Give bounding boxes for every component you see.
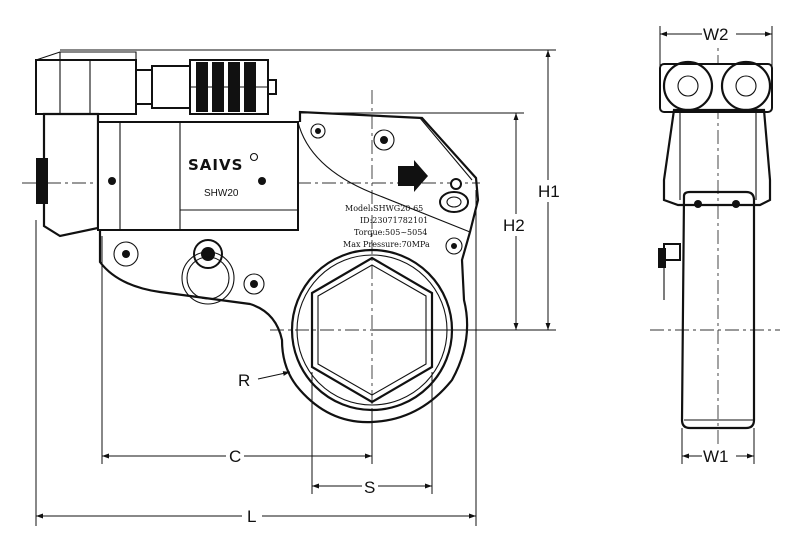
- dimension-h1: H1: [538, 182, 560, 201]
- head-housing: [98, 110, 480, 424]
- side-dimensions: L C S H1 H2: [35, 49, 566, 526]
- model-label: SHW20: [204, 188, 239, 199]
- hex-opening: [310, 256, 434, 404]
- dimension-w1: W1: [703, 447, 729, 466]
- brand-logo: SAIVS: [188, 156, 243, 174]
- nameplate-line-1: Model:SHWG20-65: [345, 204, 423, 213]
- dimension-c: C: [229, 447, 241, 466]
- dimension-w2: W2: [703, 25, 729, 44]
- nameplate-line-3: Torque:505~5054: [354, 228, 427, 237]
- front-view: [650, 30, 780, 450]
- nameplate-line-4: Max Pressure:70MPa: [343, 240, 430, 249]
- dimension-r: R: [238, 371, 250, 390]
- dimension-l: L: [247, 507, 256, 526]
- direction-arrow: [398, 160, 428, 192]
- dimension-h2: H2: [503, 216, 525, 235]
- front-dimensions: W2 W1: [659, 24, 773, 466]
- cylinder-body: [36, 112, 299, 238]
- swivel-block: [35, 51, 277, 115]
- dimension-s: S: [364, 478, 375, 497]
- side-view: SAIVS SHW20 Model:SHWG20-65 ID:230717821…: [22, 51, 480, 430]
- nameplate-line-2: ID:23071782101: [360, 216, 428, 225]
